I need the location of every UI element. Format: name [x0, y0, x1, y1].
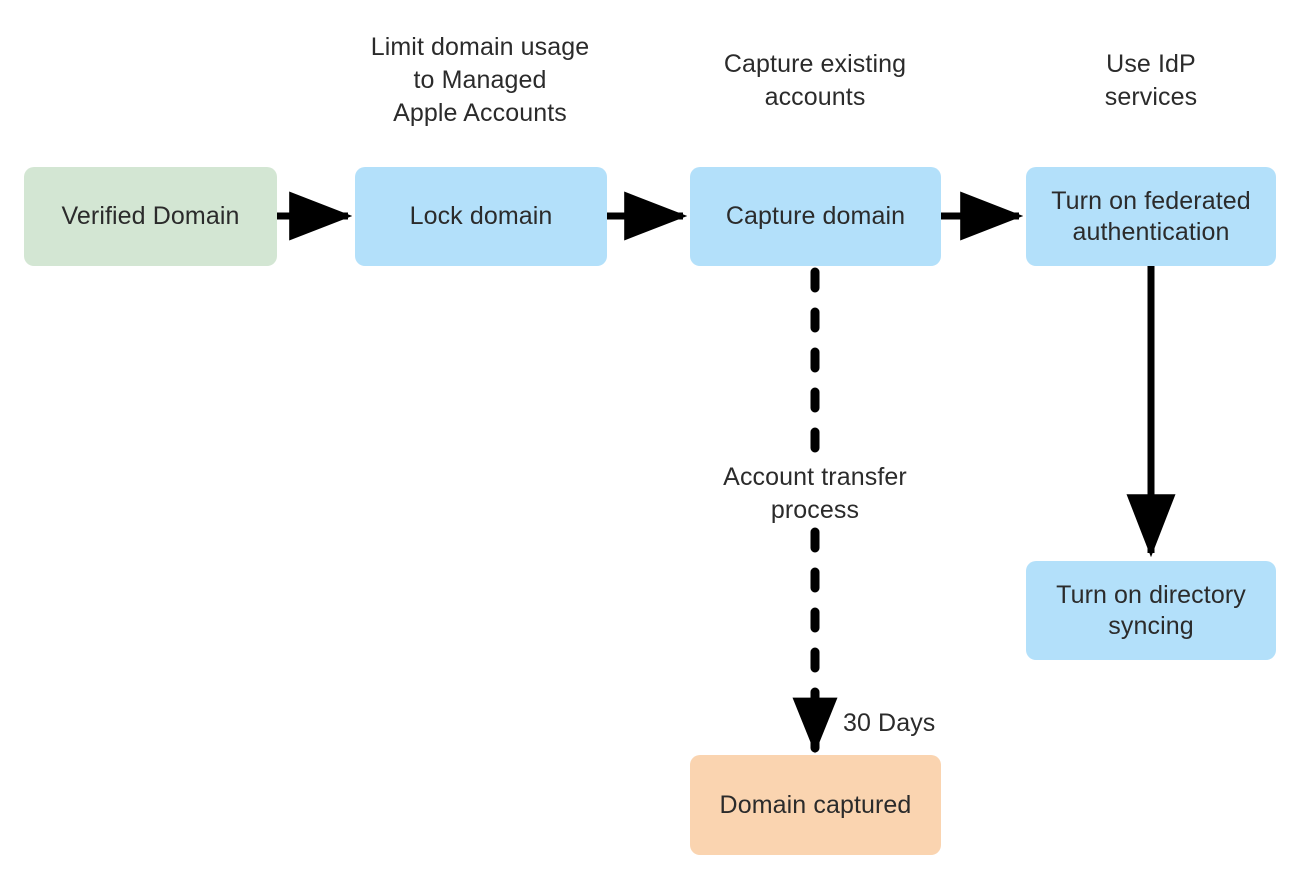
node-federated-authentication[interactable]: Turn on federated authentication	[1026, 167, 1276, 266]
node-directory-syncing[interactable]: Turn on directory syncing	[1026, 561, 1276, 660]
edge-label-thirty-days: 30 Days	[843, 709, 936, 737]
caption-lock-domain: Limit domain usage to Managed Apple Acco…	[370, 33, 590, 127]
node-verified-domain[interactable]: Verified Domain	[24, 167, 277, 266]
node-capture-domain[interactable]: Capture domain	[690, 167, 941, 266]
caption-federated-auth: Use IdP services	[1104, 50, 1198, 111]
node-domain-captured[interactable]: Domain captured	[690, 755, 941, 855]
edge-label-account-transfer-process: Account transfer process	[723, 463, 907, 524]
caption-capture-domain: Capture existing accounts	[723, 50, 907, 111]
node-lock-domain[interactable]: Lock domain	[355, 167, 607, 266]
